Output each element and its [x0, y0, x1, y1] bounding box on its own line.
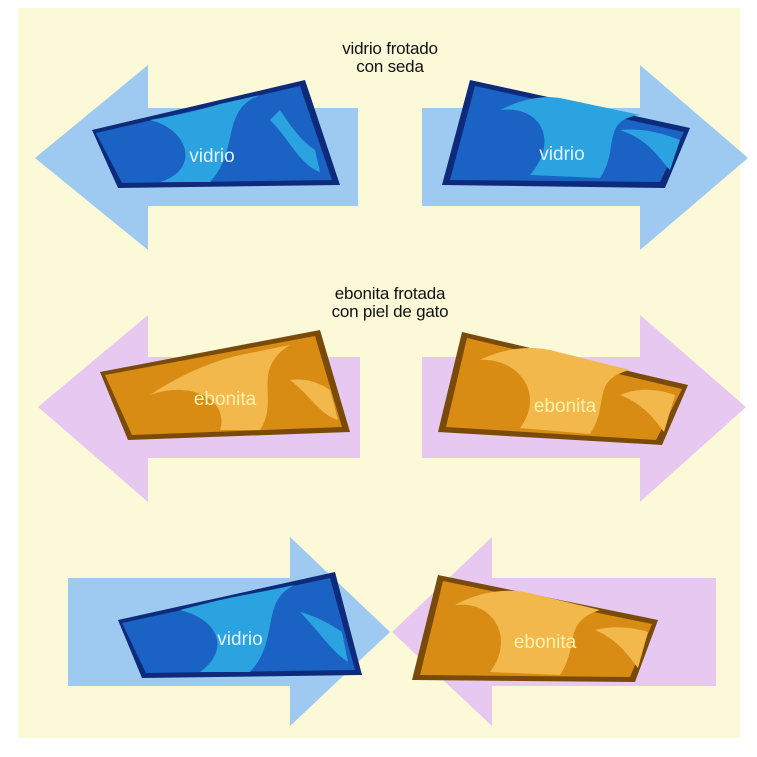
- caption-ebonite-line-1: ebonita frotada: [334, 284, 446, 303]
- label-ebonite-middle-right: ebonita: [534, 396, 597, 417]
- caption-ebonite-rubbed: ebonita frotada con piel de gato: [290, 285, 490, 321]
- label-glass-top-right: vidrio: [539, 144, 584, 165]
- glass-rod-top-left: [92, 80, 340, 188]
- caption-ebonite-line-2: con piel de gato: [331, 302, 449, 321]
- ebonite-rod-middle-left: [100, 330, 350, 440]
- caption-glass-line-2: con seda: [356, 57, 424, 76]
- caption-glass-rubbed: vidrio frotado con seda: [300, 40, 480, 76]
- caption-glass-line-1: vidrio frotado: [342, 39, 438, 58]
- ebonite-rod-middle-right: [438, 332, 688, 445]
- glass-rod-top-right: [442, 80, 690, 188]
- label-glass-top-left: vidrio: [189, 146, 234, 167]
- glass-rod-bottom: [118, 572, 362, 678]
- label-glass-bottom: vidrio: [217, 629, 262, 650]
- ebonite-rod-bottom: [412, 575, 658, 682]
- label-ebonite-middle-left: ebonita: [194, 389, 257, 410]
- label-ebonite-bottom: ebonita: [514, 632, 577, 653]
